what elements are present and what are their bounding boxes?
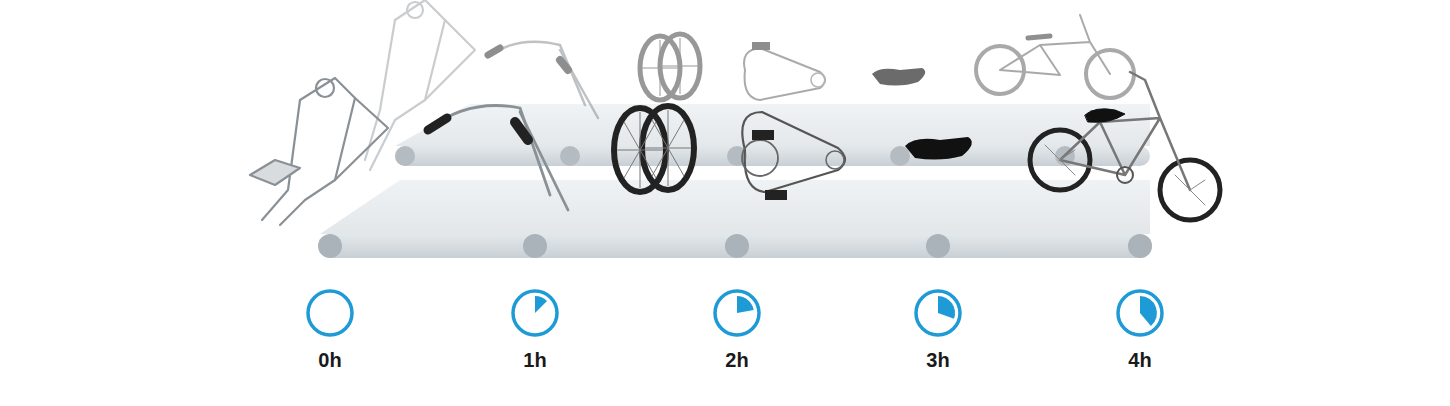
time-label: 2h: [725, 348, 748, 372]
time-label: 1h: [523, 348, 546, 372]
time-label: 0h: [318, 348, 341, 372]
bike-frame: [250, 0, 475, 225]
seats: [872, 68, 972, 160]
handlebar-fork: [428, 42, 598, 210]
chain-pedals: [742, 42, 845, 200]
wheels: [614, 34, 700, 192]
time-label: 4h: [1128, 348, 1151, 372]
clock-icons: [308, 291, 1162, 335]
clock-progress: [535, 296, 1157, 326]
back-conveyor: [395, 104, 1150, 166]
front-conveyor: [318, 180, 1152, 258]
finished-bikes: [976, 15, 1220, 220]
time-label: 3h: [926, 348, 949, 372]
